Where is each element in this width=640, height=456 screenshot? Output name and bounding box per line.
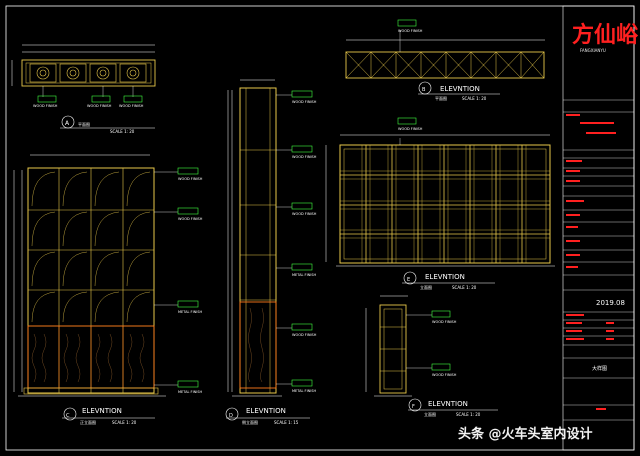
view-scale: SCALE 1: 20 [462, 96, 487, 101]
view-badge [63, 407, 77, 421]
view-scale: SCALE 1: 20 [456, 412, 481, 417]
view-caption: ELEVNTION [425, 273, 465, 281]
tag-text: WOOD FINISH [292, 155, 317, 159]
tag-text: METAL FINISH [178, 310, 202, 314]
view-id: B [422, 87, 426, 93]
tag-text: METAL FINISH [178, 390, 202, 394]
view-badge [403, 271, 417, 285]
tag-text: WOOD FINISH [87, 104, 112, 108]
tag-text: WOOD FINISH [432, 320, 457, 324]
drawing-name: 大样图 [592, 365, 607, 372]
view-sub: 平面图 [78, 121, 90, 127]
view-scale: SCALE 1: 20 [452, 285, 477, 290]
view-id: C [66, 413, 70, 419]
tag-text: WOOD FINISH [398, 29, 423, 33]
view-a-plan: WOOD FINISH WOOD FINISH WOOD FINISH A 平面… [11, 44, 156, 134]
view-scale: SCALE 1: 15 [274, 420, 299, 425]
view-badge [225, 407, 239, 421]
view-id: E [407, 277, 410, 283]
view-c-front-elevation: WOOD FINISH WOOD FINISH METAL FINISH MET… [13, 154, 203, 425]
tag-text: WOOD FINISH [178, 217, 203, 221]
tag-text: WOOD FINISH [292, 100, 317, 104]
view-d-side-elevation: WOOD FINISH WOOD FINISH WOOD FINISH META… [225, 79, 317, 425]
tag-text: WOOD FINISH [292, 333, 317, 337]
tag-text: WOOD FINISH [33, 104, 58, 108]
view-sub: 立面图 [424, 411, 436, 417]
tag-text: WOOD FINISH [119, 104, 144, 108]
view-e-grid-elevation: WOOD FINISH E ELEVNTION 立面图 SCALE 1: 20 [325, 117, 555, 290]
view-badge [408, 398, 422, 412]
tag-text: WOOD FINISH [398, 127, 423, 131]
view-caption: ELEVNTION [82, 407, 122, 415]
view-id: D [229, 413, 233, 419]
view-sub: 立面图 [420, 284, 432, 290]
view-scale: SCALE 1: 20 [112, 420, 137, 425]
tag-text: WOOD FINISH [292, 212, 317, 216]
view-caption: ELEVNTION [440, 85, 480, 93]
view-f-column-elevation: WOOD FINISH WOOD FINISH F ELEVNTION 立面图 … [365, 295, 498, 417]
view-sub: 侧立面图 [242, 419, 258, 425]
tag-text: METAL FINISH [292, 389, 316, 393]
view-sub: 平面图 [435, 95, 447, 101]
company-logo: 方仙峪 [572, 22, 639, 48]
view-caption: ELEVNTION [428, 400, 468, 408]
view-b-plan: WOOD FINISH B ELEVNTION 平面图 SCALE 1: 20 [345, 19, 545, 101]
watermark-text: 头条 @火车头室内设计 [458, 426, 593, 442]
company-logo-sub: FANGXIANYU [580, 48, 606, 53]
title-block: 方仙峪 FANGXIANYU 2019.08 大样图 [562, 5, 639, 451]
tag-text: WOOD FINISH [432, 373, 457, 377]
view-sub: 正立面图 [80, 419, 96, 425]
tag-text: METAL FINISH [292, 273, 316, 277]
view-id: A [65, 120, 70, 127]
view-caption: ELEVNTION [246, 407, 286, 415]
drawing-date: 2019.08 [596, 299, 625, 307]
view-scale: SCALE 1: 20 [110, 129, 135, 134]
view-id: F [412, 404, 415, 410]
tag-text: WOOD FINISH [178, 177, 203, 181]
